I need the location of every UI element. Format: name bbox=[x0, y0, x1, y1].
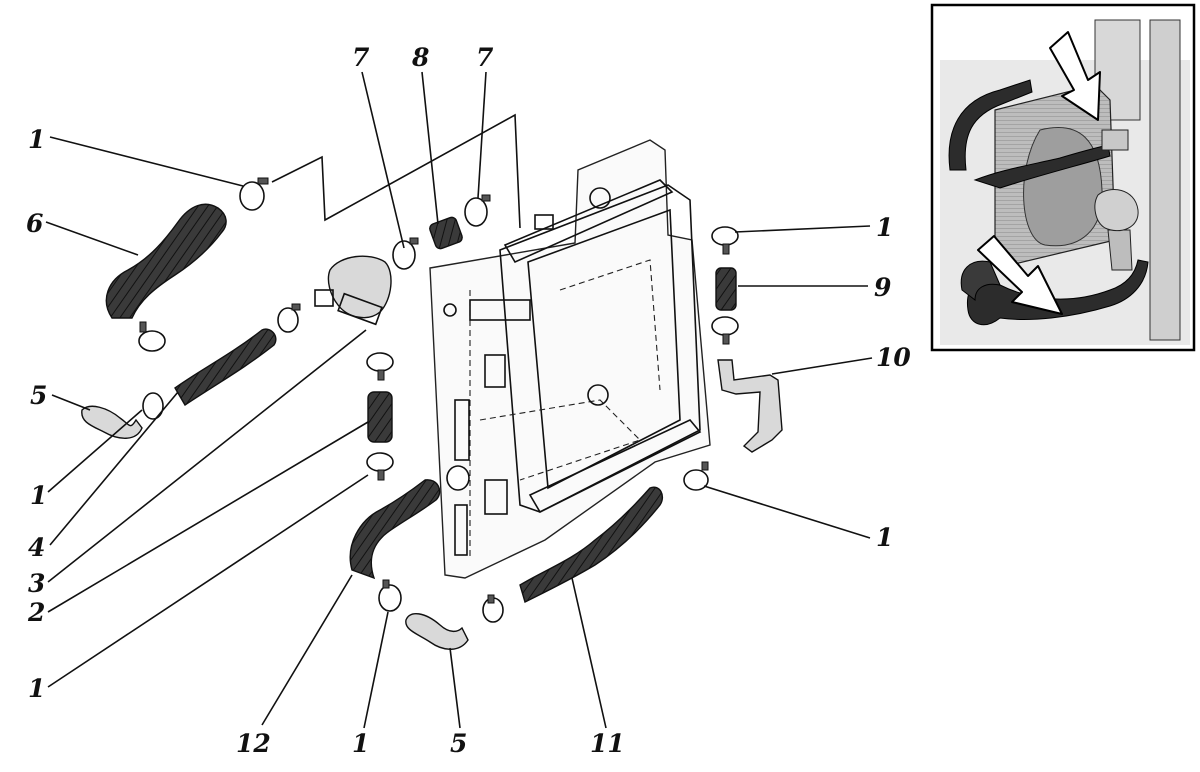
inset-view bbox=[930, 3, 1196, 352]
pipe-10 bbox=[717, 359, 783, 453]
callout-10: 10 bbox=[876, 343, 911, 372]
callout-5: 5 bbox=[30, 381, 47, 410]
callout-11: 11 bbox=[590, 729, 625, 758]
clamp bbox=[142, 392, 164, 420]
radiator-side-fittings bbox=[443, 214, 609, 556]
clamp bbox=[378, 579, 402, 612]
clamp bbox=[138, 321, 166, 352]
clamp bbox=[683, 461, 709, 491]
callout-3: 3 bbox=[28, 569, 45, 598]
coupling-2 bbox=[367, 391, 393, 443]
clamp bbox=[711, 226, 739, 255]
hose-11 bbox=[519, 486, 664, 604]
callout-4: 4 bbox=[28, 533, 45, 562]
reference-line bbox=[271, 113, 521, 229]
callout-1: 1 bbox=[876, 523, 893, 552]
coupling-9 bbox=[715, 267, 737, 311]
leader-lines bbox=[45, 71, 873, 729]
clamp bbox=[392, 237, 419, 270]
radiator-core-window bbox=[527, 208, 681, 490]
radiator-core-frame bbox=[499, 184, 701, 513]
callout-12: 12 bbox=[236, 729, 271, 758]
hose-6 bbox=[105, 203, 227, 319]
clamp bbox=[239, 177, 269, 211]
heater-tap-3 bbox=[314, 255, 392, 326]
radiator-assembly bbox=[429, 139, 711, 579]
hose-5-bottom bbox=[405, 613, 469, 650]
filler-neck bbox=[589, 187, 611, 209]
callout-9: 9 bbox=[874, 273, 891, 302]
radiator-top-tank bbox=[503, 179, 674, 264]
clamp bbox=[366, 452, 394, 481]
clamp bbox=[464, 194, 491, 227]
radiator-bottom-tank bbox=[528, 419, 702, 514]
clamp bbox=[366, 352, 394, 381]
coupling-8 bbox=[429, 216, 463, 250]
callout-6: 6 bbox=[26, 209, 43, 238]
callout-labels: 1 6 5 1 4 3 2 1 7 8 7 1 9 10 1 12 1 5 11 bbox=[26, 43, 911, 758]
clamps bbox=[138, 177, 739, 623]
callout-1: 1 bbox=[352, 729, 369, 758]
hose-4 bbox=[174, 328, 277, 406]
clamp bbox=[711, 316, 739, 345]
callout-1: 1 bbox=[28, 674, 45, 703]
callout-1: 1 bbox=[28, 125, 45, 154]
clamp bbox=[482, 594, 504, 623]
callout-7: 7 bbox=[476, 43, 494, 72]
callout-1: 1 bbox=[876, 213, 893, 242]
clamp bbox=[446, 465, 470, 491]
hose-12 bbox=[349, 479, 441, 580]
callout-8: 8 bbox=[411, 43, 429, 72]
callout-5: 5 bbox=[450, 729, 467, 758]
clamp bbox=[277, 303, 301, 333]
hose-5-left bbox=[81, 405, 143, 439]
inset-arrow-bottom-icon bbox=[977, 235, 1063, 315]
inset-upper-hose bbox=[948, 79, 1033, 171]
inset-arrow-top-icon bbox=[1049, 31, 1101, 121]
callout-7: 7 bbox=[352, 43, 370, 72]
callout-2: 2 bbox=[27, 598, 45, 627]
callout-1: 1 bbox=[30, 481, 47, 510]
